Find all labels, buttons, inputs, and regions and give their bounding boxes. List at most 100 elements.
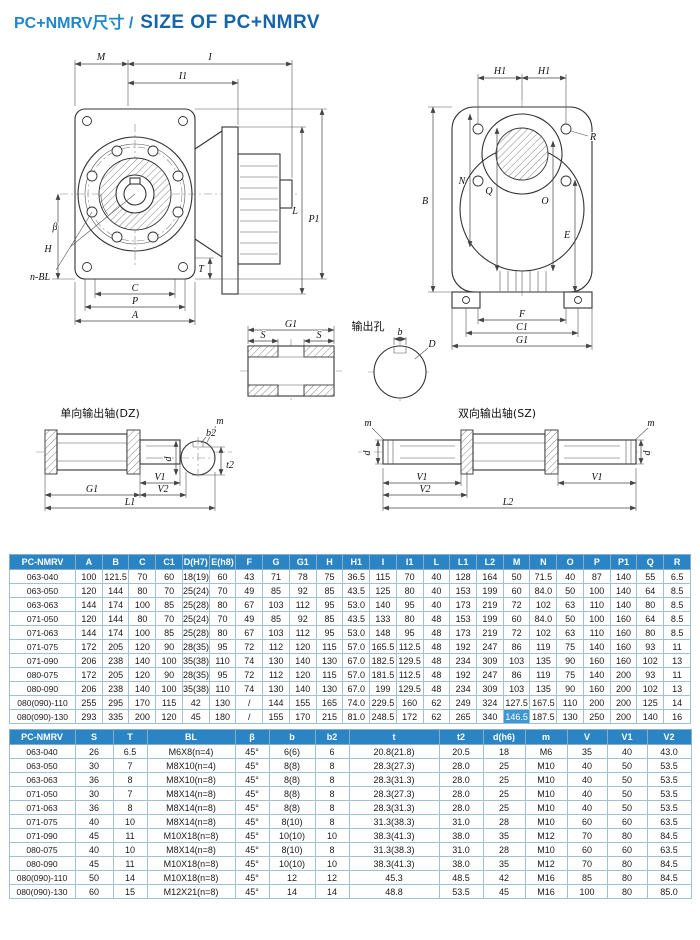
value-cell: M10 xyxy=(524,758,568,773)
value-cell: 25(28) xyxy=(181,625,210,640)
value-cell: 63 xyxy=(556,597,584,612)
value-cell: 238 xyxy=(101,653,130,668)
model-cell: 080-075 xyxy=(8,842,76,857)
value-cell: 25 xyxy=(482,772,526,787)
value-cell: 75 xyxy=(556,667,584,682)
value-cell: 112 xyxy=(288,625,317,640)
value-cell: 74 xyxy=(235,681,264,696)
value-cell: 293 xyxy=(75,709,103,724)
value-cell: 100 xyxy=(566,884,608,899)
value-cell: 8(10) xyxy=(268,842,316,857)
value-cell: 265 xyxy=(449,709,478,724)
dim-label-p1: P1 xyxy=(307,214,319,225)
model-cell: 080(090)-130 xyxy=(8,884,76,899)
value-cell: 67.0 xyxy=(342,653,371,668)
value-cell: 103 xyxy=(502,681,531,696)
dim-label-d-sz-right: d xyxy=(642,450,653,456)
value-cell: 247 xyxy=(476,639,504,654)
value-cell: 45 xyxy=(74,828,114,843)
value-cell: 8(8) xyxy=(268,800,316,815)
value-cell: M8X10(n=4) xyxy=(146,758,236,773)
dim-label-i: I xyxy=(207,52,212,63)
value-cell: M6X8(n=4) xyxy=(146,744,236,759)
page-title-cn: PC+NMRV尺寸 / xyxy=(14,15,134,32)
value-cell: 8(8) xyxy=(268,786,316,801)
value-cell: 35 xyxy=(566,744,608,759)
value-cell: 140 xyxy=(609,583,638,598)
value-cell: 192 xyxy=(449,667,478,682)
value-cell: 75 xyxy=(315,569,344,584)
value-cell: 53.5 xyxy=(646,786,692,801)
value-cell: 67 xyxy=(235,625,264,640)
value-cell: 48 xyxy=(422,667,451,682)
value-cell: 50 xyxy=(606,758,648,773)
value-cell: M8X10(n=8) xyxy=(146,772,236,787)
value-cell: 85 xyxy=(315,583,344,598)
model-cell: 071-050 xyxy=(9,611,76,626)
value-cell: 219 xyxy=(476,625,504,640)
column-header: N xyxy=(529,554,558,570)
column-header: M xyxy=(502,554,531,570)
value-cell: 50 xyxy=(556,611,584,626)
value-cell: 102 xyxy=(529,625,558,640)
column-header: PC-NMRV xyxy=(9,554,76,570)
value-cell: 135 xyxy=(529,653,558,668)
value-cell: 85.0 xyxy=(646,884,692,899)
value-cell: 93 xyxy=(636,639,665,654)
front-view: M I I1 β H n-BL T C P A L P1 xyxy=(29,51,327,325)
value-cell: 28(35) xyxy=(181,639,210,654)
value-cell: M10X18(n=8) xyxy=(146,856,236,871)
column-header: V1 xyxy=(606,729,648,745)
value-cell: 50 xyxy=(606,800,648,815)
value-cell: 160 xyxy=(582,681,611,696)
double-output-shaft-sz: 双向输出轴(SZ) m m d d V1 V2 V1 L2 xyxy=(358,405,656,511)
value-cell: 75 xyxy=(556,639,584,654)
value-cell: 95 xyxy=(395,625,424,640)
value-cell: 31.3(38.3) xyxy=(348,814,440,829)
value-cell: 144 xyxy=(101,583,130,598)
dim-label-m-sz-left: m xyxy=(364,418,371,429)
column-header: F xyxy=(235,554,264,570)
value-cell: 133 xyxy=(369,611,397,626)
value-cell: 45° xyxy=(234,772,270,787)
value-cell: 206 xyxy=(75,681,103,696)
value-cell: 45° xyxy=(234,870,270,885)
value-cell: 45° xyxy=(234,758,270,773)
value-cell: 80 xyxy=(606,884,648,899)
model-cell: 071-063 xyxy=(8,800,76,815)
value-cell: 100 xyxy=(155,681,183,696)
value-cell: 38.3(41.3) xyxy=(348,828,440,843)
value-cell: 40 xyxy=(422,583,451,598)
dim-label-m-sz-right: m xyxy=(647,418,654,429)
value-cell: 6.5 xyxy=(663,569,691,584)
value-cell: 15 xyxy=(112,884,148,899)
value-cell: 84.0 xyxy=(529,583,558,598)
model-cell: 063-063 xyxy=(9,597,76,612)
value-cell: 103 xyxy=(502,653,531,668)
value-cell: 48.8 xyxy=(348,884,440,899)
dim-label-b-side: B xyxy=(422,196,428,207)
value-cell: 120 xyxy=(75,611,103,626)
value-cell: 140 xyxy=(128,653,157,668)
value-cell: 130 xyxy=(315,681,344,696)
value-cell: 20.5 xyxy=(438,744,484,759)
value-cell: 87 xyxy=(582,569,611,584)
technical-drawings: M I I1 β H n-BL T C P A L P1 xyxy=(29,51,656,511)
value-cell: 120 xyxy=(155,709,183,724)
dim-label-l: L xyxy=(291,206,298,217)
value-cell: 45 xyxy=(482,884,526,899)
value-cell: 160 xyxy=(395,695,424,710)
value-cell: 130 xyxy=(556,709,584,724)
value-cell: 80 xyxy=(636,625,665,640)
column-header: R xyxy=(663,554,691,570)
value-cell: 234 xyxy=(449,653,478,668)
value-cell: 36 xyxy=(74,800,114,815)
value-cell: 80 xyxy=(128,611,157,626)
dim-label-t2-dz: t2 xyxy=(226,460,234,471)
model-cell: 063-050 xyxy=(8,758,76,773)
value-cell: 115 xyxy=(315,667,344,682)
